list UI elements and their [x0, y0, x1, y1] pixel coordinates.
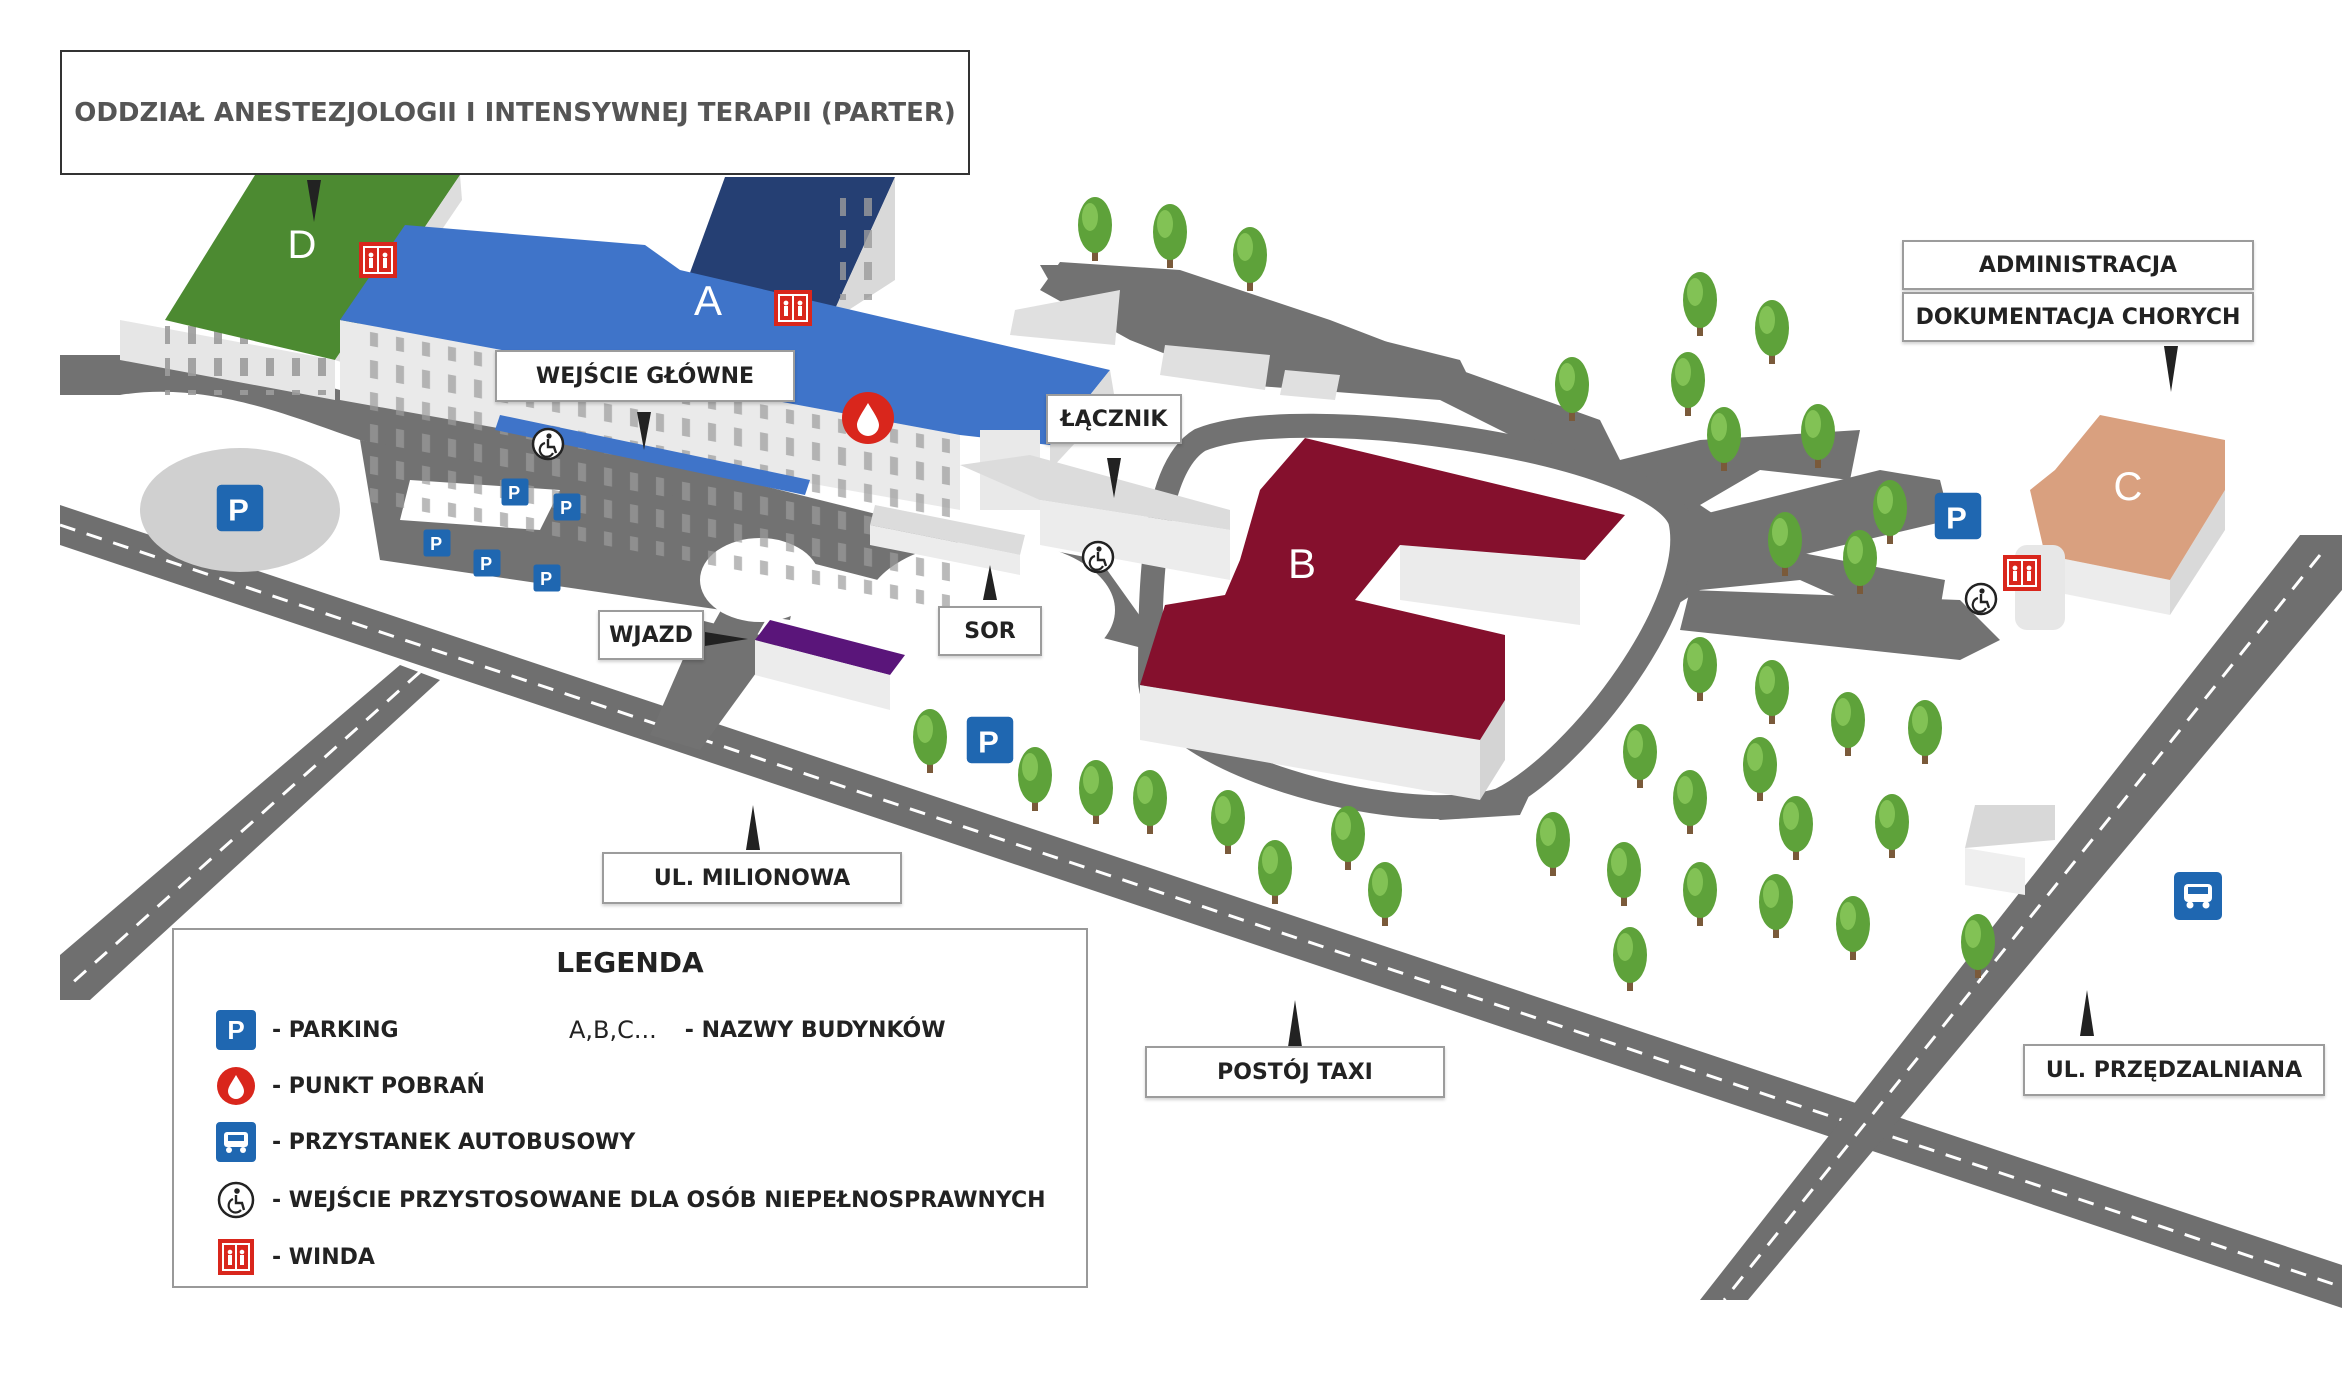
elevator-icon[interactable] — [773, 289, 813, 327]
legend-bus-label: - PRZYSTANEK AUTOBUSOWY — [272, 1129, 636, 1155]
legend: LEGENDA P - PARKING A,B,C... - NAZWY BUD… — [172, 928, 1088, 1288]
building-b-wall-inner — [1400, 545, 1580, 625]
wheelchair-icon — [217, 1181, 255, 1219]
building-c-wall — [2045, 555, 2170, 615]
building-c-side — [2170, 490, 2225, 615]
sor-building-roof — [870, 505, 1025, 555]
connector-wall — [1040, 500, 1230, 580]
entry-building-wall — [755, 640, 890, 710]
legend-parking: P - PARKING — [214, 1010, 399, 1050]
building-a-roof — [340, 225, 1110, 445]
legend-elevator-label: - WINDA — [272, 1244, 375, 1270]
street-left-branch — [60, 665, 440, 1000]
connector-roof — [960, 455, 1230, 530]
annex-3 — [1280, 370, 1340, 400]
street-milionowa — [60, 505, 2342, 1308]
legend-title: LEGENDA — [556, 946, 704, 979]
legend-elevator: - WINDA — [214, 1237, 375, 1277]
building-c-label: C — [2114, 465, 2143, 509]
label-main-entrance[interactable]: WEJŚCIE GŁÓWNE — [495, 350, 795, 402]
legend-bus: - PRZYSTANEK AUTOBUSOWY — [214, 1122, 635, 1162]
building-d-roof — [165, 175, 460, 360]
parking-icon[interactable] — [553, 493, 581, 521]
campus-lane-upper — [1040, 265, 1480, 400]
building-d-label: D — [288, 223, 317, 267]
parking-icon[interactable] — [533, 564, 561, 592]
buildings: D A B C — [120, 175, 2225, 895]
label-connector[interactable]: ŁĄCZNIK — [1046, 394, 1182, 444]
main-entrance-canopy — [495, 415, 810, 495]
parking-icon: P — [216, 1010, 256, 1050]
elevator-icon[interactable] — [2002, 554, 2042, 592]
label-entry[interactable]: WJAZD — [598, 610, 704, 660]
legend-blood-label: - PUNKT POBRAŃ — [272, 1073, 485, 1099]
street-przedzalniana — [1700, 535, 2342, 1300]
elevator-icon — [218, 1239, 254, 1275]
legend-building-names: A,B,C... - NAZWY BUDYNKÓW — [569, 1010, 946, 1050]
label-administration[interactable]: ADMINISTRACJA — [1902, 240, 2254, 290]
parking-icon[interactable] — [966, 716, 1014, 764]
building-c-roof — [2030, 415, 2225, 580]
blood-drop-icon[interactable] — [842, 392, 894, 444]
building-b-wall-right — [1480, 700, 1505, 800]
label-records[interactable]: DOKUMENTACJA CHORYCH — [1902, 292, 2254, 342]
page-title: ODDZIAŁ ANESTEZJOLOGII I INTENSYWNEJ TER… — [60, 50, 970, 175]
parking-icon[interactable] — [216, 484, 264, 532]
legend-building-names-label: - NAZWY BUDYNKÓW — [684, 1017, 946, 1043]
parking-icon[interactable] — [473, 549, 501, 577]
pointer-arrows — [307, 180, 2178, 1047]
building-b-wall — [1140, 685, 1480, 800]
wheelchair-icon[interactable] — [1964, 582, 1998, 616]
road-to-c-lower — [1680, 590, 2000, 660]
bus-icon — [216, 1122, 256, 1162]
entry-road — [650, 620, 780, 750]
entry-building-roof — [755, 620, 905, 675]
parking-icon[interactable] — [501, 478, 529, 506]
legend-letters: A,B,C... — [569, 1016, 657, 1044]
bus-icon[interactable] — [2174, 872, 2222, 920]
building-a-label: A — [694, 277, 722, 324]
label-street-milionowa[interactable]: UL. MILIONOWA — [602, 852, 902, 904]
label-taxi[interactable]: POSTÓJ TAXI — [1145, 1046, 1445, 1098]
building-b-label: B — [1288, 540, 1316, 587]
sor-building-wall — [870, 525, 1020, 575]
parking-icon[interactable] — [423, 529, 451, 557]
legend-parking-label: - PARKING — [272, 1017, 399, 1043]
label-sor[interactable]: SOR — [938, 606, 1042, 656]
building-b-roof — [1140, 438, 1625, 740]
legend-accessible: - WEJŚCIE PRZYSTOSOWANE DLA OSÓB NIEPEŁN… — [214, 1180, 1046, 1220]
parking-icon[interactable] — [1934, 492, 1982, 540]
map-icons — [216, 180, 2222, 1047]
garage-wall — [1965, 848, 2025, 895]
elevator-icon[interactable] — [358, 241, 398, 279]
legend-accessible-label: - WEJŚCIE PRZYSTOSOWANE DLA OSÓB NIEPEŁN… — [272, 1187, 1046, 1213]
wheelchair-icon[interactable] — [531, 427, 565, 461]
legend-blood: - PUNKT POBRAŃ — [214, 1066, 485, 1106]
annex-1 — [1010, 290, 1120, 345]
wheelchair-icon[interactable] — [1081, 540, 1115, 574]
garage-roof — [1965, 805, 2055, 848]
annex-2 — [1160, 345, 1270, 390]
blood-drop-icon — [217, 1067, 255, 1105]
label-street-przedzalniana[interactable]: UL. PRZĘDZALNIANA — [2023, 1044, 2325, 1096]
